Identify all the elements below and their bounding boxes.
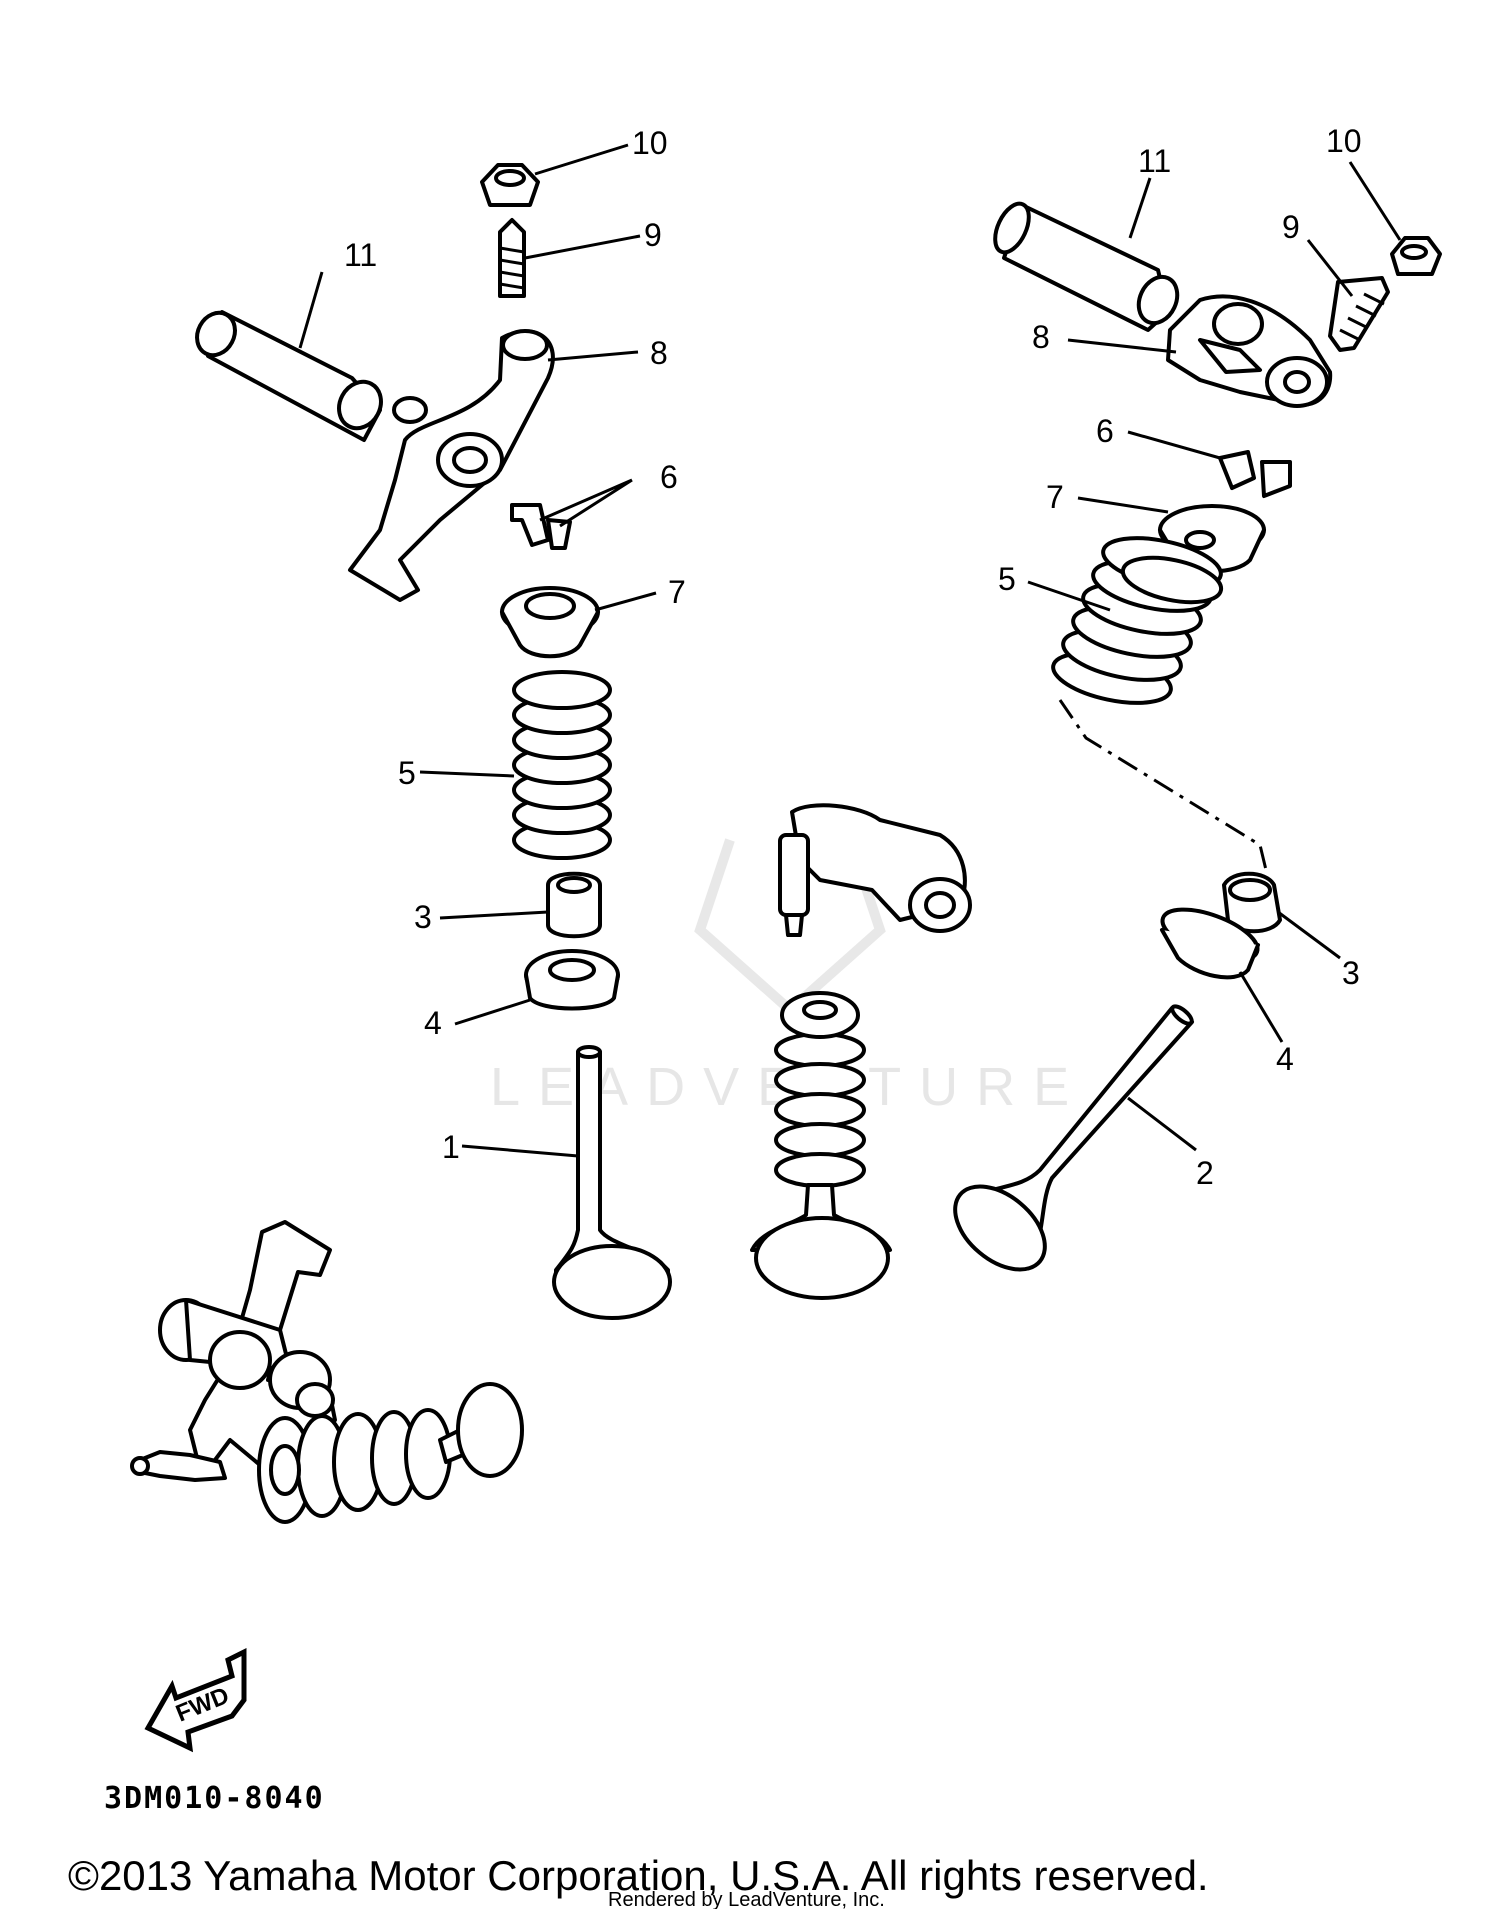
label-right-3: 3: [1342, 955, 1360, 991]
leader-left-6: [539, 478, 633, 528]
leader-left-1: [461, 1144, 579, 1158]
part-7-retainer-left: [500, 586, 600, 659]
part-9-adjuster-right: [1328, 276, 1390, 352]
leader-right-9: [1306, 239, 1354, 297]
diagram-code: 3DM010-8040: [104, 1781, 325, 1816]
leader-left-8: [547, 350, 639, 362]
label-left-3: 3: [414, 899, 432, 935]
label-right-7: 7: [1046, 479, 1064, 515]
leader-left-3: [439, 910, 549, 920]
part-1-intake-valve: [552, 1045, 672, 1320]
leader-right-10: [1348, 161, 1402, 241]
label-right-9: 9: [1282, 209, 1300, 245]
label-right-5: 5: [998, 561, 1016, 597]
part-3-stem-seal-left: [546, 871, 602, 939]
label-left-1: 1: [442, 1129, 460, 1165]
leader-right-7: [1077, 496, 1169, 514]
part-8-rocker-arm-right: [1166, 294, 1333, 408]
part-11-rocker-shaft-left: [195, 310, 383, 442]
part-6-cotters-left: [510, 503, 572, 550]
leader-right-4: [1238, 971, 1284, 1043]
part-2-exhaust-valve: [953, 1004, 1194, 1272]
part-11-rocker-shaft-right: [993, 201, 1180, 332]
leader-right-6: [1127, 430, 1221, 460]
part-9-adjuster-left: [498, 218, 526, 298]
label-left-10: 10: [632, 125, 668, 161]
leader-right-8: [1067, 338, 1177, 354]
label-left-8: 8: [650, 335, 668, 371]
rendered-by-text: Rendered by LeadVenture, Inc.: [608, 1889, 885, 1909]
part-10-nut-left: [480, 163, 540, 207]
leader-right-11: [1128, 177, 1152, 239]
part-8-rocker-arm-left: [348, 329, 555, 602]
label-right-8: 8: [1032, 319, 1050, 355]
label-left-7: 7: [668, 574, 686, 610]
leader-left-7: [594, 591, 657, 612]
fwd-arrow-icon: FWD: [144, 1647, 247, 1753]
label-right-11: 11: [1138, 143, 1171, 179]
leader-right-2: [1127, 1096, 1197, 1152]
part-4-spring-seat-right: [1160, 907, 1260, 980]
centerline-dash: [1058, 699, 1268, 871]
label-left-11: 11: [344, 237, 377, 273]
leader-right-3: [1277, 910, 1341, 960]
leader-left-5: [419, 770, 515, 778]
part-10-nut-right: [1390, 236, 1442, 276]
center-assembled-view: [750, 803, 972, 1300]
part-3-stem-seal-right: [1222, 871, 1282, 934]
label-left-5: 5: [398, 755, 416, 791]
label-right-2: 2: [1196, 1155, 1214, 1191]
label-right-4: 4: [1276, 1041, 1294, 1077]
part-5-spring-right: [1051, 536, 1224, 705]
label-left-6: 6: [660, 459, 678, 495]
part-4-spring-seat-left: [524, 949, 620, 1011]
part-5-spring-left: [512, 670, 612, 860]
label-left-4: 4: [424, 1005, 442, 1041]
leader-left-4: [454, 998, 531, 1026]
copyright-text: ©2013 Yamaha Motor Corporation, U.S.A. A…: [68, 1852, 1209, 1899]
label-left-9: 9: [644, 217, 662, 253]
leader-left-11: [298, 271, 324, 349]
leader-left-9: [524, 234, 641, 260]
label-right-6: 6: [1096, 413, 1114, 449]
part-6-cotters-right: [1218, 450, 1292, 498]
leader-left-10: [534, 143, 629, 176]
leader-right-5: [1027, 580, 1111, 612]
lower-left-assembled-view: [130, 1220, 524, 1524]
label-right-10: 10: [1326, 123, 1362, 159]
